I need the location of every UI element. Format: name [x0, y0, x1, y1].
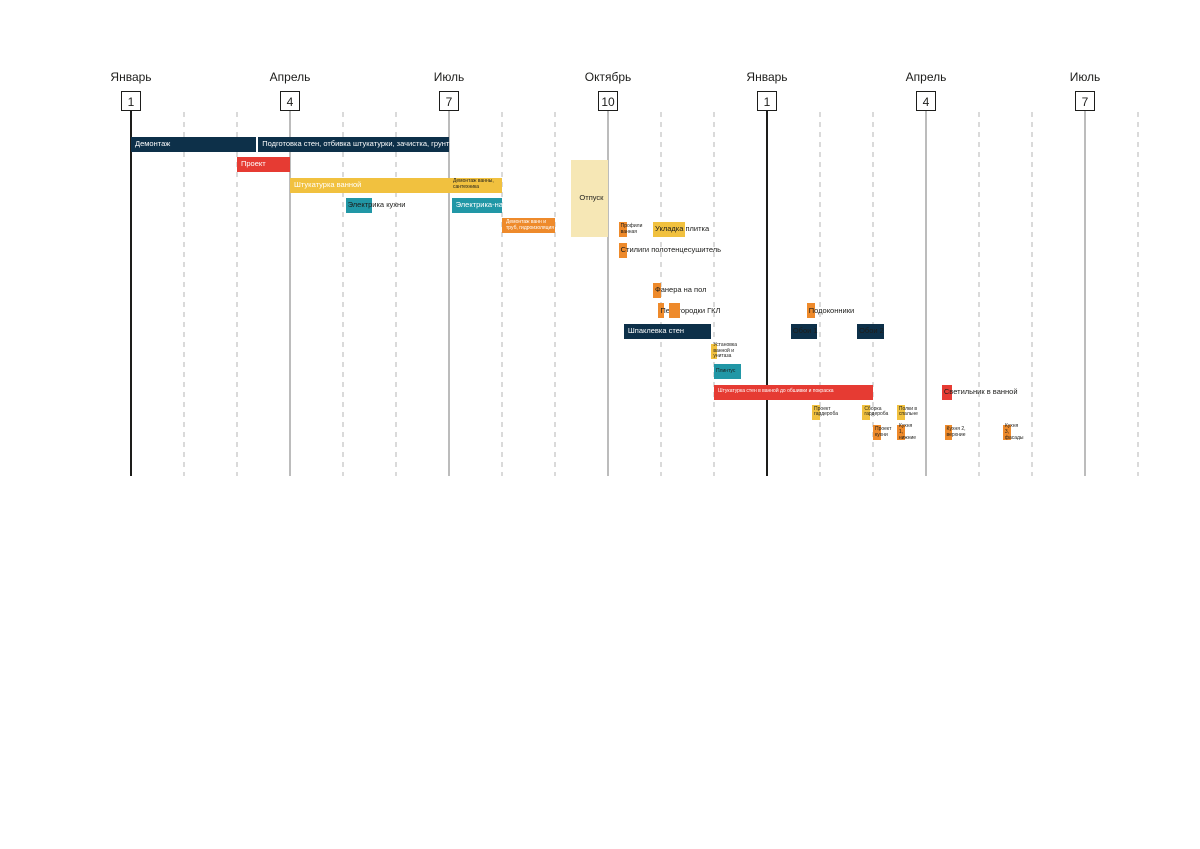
task-bar: Демонтаж ванны, сантехника: [449, 177, 502, 193]
task-label: Подоконники: [808, 305, 855, 315]
task-label: Штукатурка стен в ванной до обшивки и по…: [718, 388, 834, 395]
task-bar: Обои 2: [857, 323, 884, 339]
task-label: Проект кухни: [875, 426, 892, 438]
month-number-box: 4: [280, 91, 300, 111]
task-label: Электрика-найм: [455, 200, 513, 210]
task-label: Демонтаж: [135, 139, 171, 149]
task-bar: Штукатурка ванной: [290, 177, 449, 193]
task-bar: Демонтаж ванн и труб, гидроизоляция: [502, 218, 555, 234]
task-label: Кухня 1, нижние: [898, 423, 917, 441]
task-label: Демонтаж ванны, сантехника: [453, 178, 494, 191]
task-bar: Подоконники: [806, 303, 854, 319]
month-name-label: Июль: [1069, 70, 1101, 84]
month-name-label: Январь: [110, 70, 152, 84]
task-bar: Кухня 1, нижние: [896, 423, 916, 441]
task-bar: Кухня 3, фасады: [1002, 423, 1024, 441]
task-bar: [668, 303, 680, 319]
task-bar: Проект кухни: [873, 425, 891, 441]
month-name-label: Апрель: [905, 70, 947, 84]
month-number-box: 10: [598, 91, 618, 111]
task-bar: Обои 1: [790, 323, 818, 339]
task-bar: Кухня 2, верхние: [944, 425, 966, 441]
task-label: Укладка плитка: [655, 224, 710, 234]
task-bar: Демонтаж: [131, 137, 256, 152]
task-label: Стилиги полотенцесушитель: [620, 244, 722, 254]
task-label: Подготовка стен, отбивка штукатурки, зач…: [262, 139, 466, 149]
task-label: Светильник в ванной: [943, 386, 1018, 396]
task-label: Полки в спальне: [898, 405, 918, 418]
month-number-box: 1: [121, 91, 141, 111]
month-number-box: 7: [439, 91, 459, 111]
task-label: Фанера на пол: [655, 285, 707, 295]
month-name-label: Январь: [746, 70, 788, 84]
task-label: Перегородки ГКЛ: [660, 305, 721, 315]
task-label: Шпаклевка стен: [627, 325, 685, 335]
task-bar: Электрика-найм: [451, 197, 512, 213]
month-name-label: Апрель: [269, 70, 311, 84]
task-label: Профили ванная: [620, 223, 643, 235]
task-label: Штукатурка ванной: [294, 179, 362, 189]
task-bar: Проект гардероба: [812, 404, 838, 420]
task-label: Проект гардероба: [814, 405, 838, 418]
task-bar: Отпуск: [570, 159, 608, 237]
task-bar: Укладка плитка: [653, 222, 709, 238]
task-label: Электрика кухни: [347, 200, 406, 210]
task-bar: Светильник в ванной: [941, 384, 1018, 400]
task-label: Демонтаж ванн и труб, гидроизоляция: [506, 218, 554, 231]
task-bar: Перегородки ГКЛ: [658, 303, 720, 319]
task-label: Кухня 2, верхние: [946, 426, 966, 438]
task-bar: Подготовка стен, отбивка штукатурки, зач…: [258, 137, 465, 152]
task-bar: Фанера на пол: [653, 283, 707, 299]
task-bar: Установка ванной и унитаза: [711, 342, 737, 359]
task-bar: Штукатурка стен в ванной до обшивки и по…: [714, 384, 873, 400]
task-label: Проект: [241, 159, 266, 169]
task-bar: Проект: [237, 157, 290, 173]
task-bar: Профили ванная: [618, 222, 642, 238]
task-bar: Сборка гардероба: [862, 404, 888, 420]
month-name-label: Октябрь: [584, 70, 632, 84]
month-number-box: 7: [1075, 91, 1095, 111]
task-label: Обои 1: [792, 325, 818, 335]
task-label: Кухня 3, фасады: [1004, 423, 1024, 441]
month-name-label: Июль: [433, 70, 465, 84]
task-label: Плинтус: [716, 367, 736, 374]
task-bar: Плинтус: [714, 364, 741, 380]
task-label: Обои 2: [859, 325, 884, 335]
task-bar: Шпаклевка стен: [623, 323, 712, 339]
month-number-box: 1: [757, 91, 777, 111]
task-label: Отпуск: [579, 192, 604, 202]
task-bar: Стилиги полотенцесушитель: [618, 242, 721, 258]
task-label: Установка ванной и унитаза: [713, 341, 737, 360]
task-label: Сборка гардероба: [864, 405, 889, 418]
task-bar: Электрика кухни: [345, 197, 405, 213]
month-number-box: 4: [916, 91, 936, 111]
task-bar: Полки в спальне: [896, 404, 918, 420]
